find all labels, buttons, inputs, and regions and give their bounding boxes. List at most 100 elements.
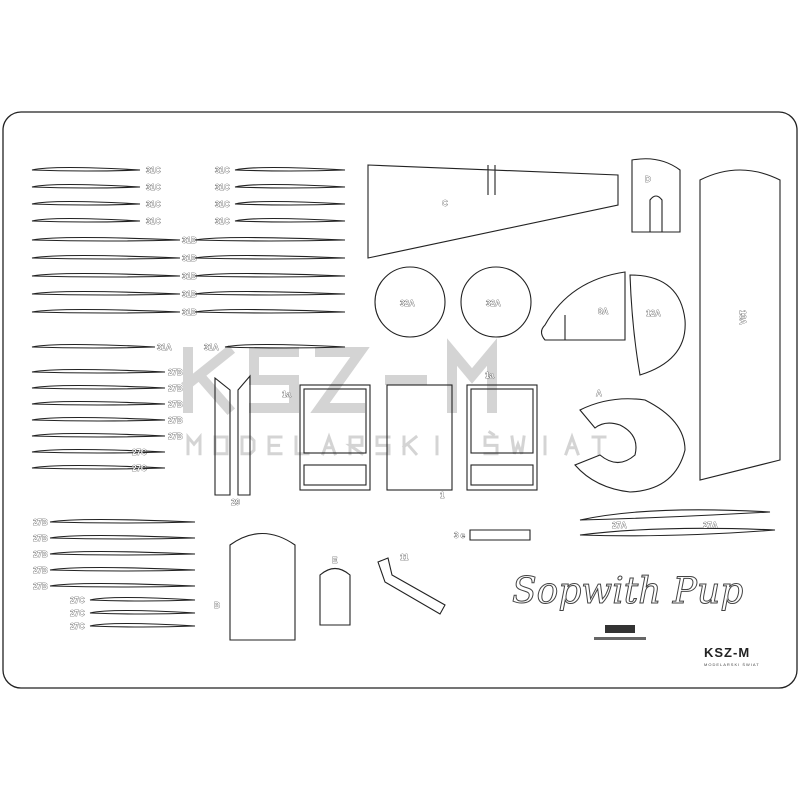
part-d — [631, 158, 681, 233]
watermark-glyph — [591, 435, 607, 456]
rib-31b-right — [194, 308, 346, 314]
watermark-glyph — [321, 432, 337, 456]
wing-ribs: 31C31C31C31C31C31C31C31C31B31B31B31B31B3… — [31, 166, 346, 631]
rib-31c-right-label: 31C — [215, 200, 230, 209]
sheet-border — [2, 111, 798, 689]
rib-27c-low — [89, 622, 196, 628]
part-1-label: 1 — [440, 491, 445, 500]
rib-31b-label: 31B — [182, 254, 197, 263]
part-32a-2-label: 32A — [486, 299, 501, 308]
brand-logo: KSZ-M — [704, 645, 750, 660]
rib-31c-left-label: 31C — [146, 200, 161, 209]
publisher-logo — [605, 625, 635, 633]
rib-27c-low-label: 27C — [70, 622, 85, 631]
rib-31b — [31, 236, 181, 242]
rib-27-mid — [31, 384, 166, 390]
watermark-glyph — [249, 347, 299, 413]
part-a-label: A — [596, 389, 602, 398]
watermark-glyph — [510, 435, 526, 455]
part-1a-left — [299, 384, 371, 491]
part-13a — [699, 169, 781, 481]
watermark-glyph — [267, 435, 283, 456]
rib-31a-left-label: 31A — [157, 343, 172, 352]
rib-31c-right — [234, 200, 346, 206]
rib-31c-right-label: 31C — [215, 166, 230, 175]
rib-27b-low — [49, 582, 196, 588]
part-d-label: D — [645, 175, 651, 184]
rib-27-mid — [31, 464, 166, 470]
part-e — [319, 567, 351, 626]
rib-27-mid — [31, 368, 166, 374]
watermark-glyph — [180, 344, 236, 416]
watermark-glyph — [345, 435, 365, 456]
rib-27c-low — [89, 609, 196, 615]
rib-31c-right-label: 31C — [215, 183, 230, 192]
rib-31c-right — [234, 166, 346, 172]
rib-31b-label: 31B — [182, 236, 197, 245]
brand-subtitle: MODELARSKI ŚWIAT — [704, 662, 760, 667]
watermark-glyph — [294, 435, 310, 456]
rib-31b-label: 31B — [182, 290, 197, 299]
watermark-glyph — [483, 430, 499, 456]
part-32a-2 — [460, 266, 532, 338]
rib-27-mid-label: 27B — [168, 432, 183, 441]
rib-31c-right — [234, 217, 346, 223]
watermark-glyph — [564, 432, 580, 456]
rib-31b-label: 31B — [182, 308, 197, 317]
watermark-glyph — [401, 434, 419, 456]
part-c-label: C — [442, 199, 448, 208]
publisher-url — [594, 637, 646, 640]
part-1a-left-window — [303, 388, 367, 454]
watermark-glyph — [447, 338, 497, 413]
rib-27-mid — [31, 432, 166, 438]
part-b — [229, 533, 296, 641]
rib-27-mid-label: 27C — [132, 464, 147, 473]
model-title: Sopwith Pup — [512, 571, 743, 612]
part-13a-label: 13A — [738, 310, 747, 325]
rib-27b-low-label: 27B — [33, 518, 48, 527]
part-1 — [386, 384, 453, 491]
part-1a-label-2: 1a — [485, 371, 494, 380]
part-3e-label: 3 e — [454, 531, 466, 540]
rib-27-mid — [31, 448, 166, 454]
rib-27-mid — [31, 400, 166, 406]
part-32a-1-label: 32A — [400, 299, 415, 308]
rib-27-mid-label: 27B — [168, 400, 183, 409]
part-8a — [540, 271, 626, 341]
rib-31b-right — [194, 290, 346, 296]
part-29 — [214, 374, 251, 496]
part-c — [367, 164, 619, 259]
rib-27c-low-label: 27C — [70, 596, 85, 605]
rib-27b-low-label: 27B — [33, 534, 48, 543]
rib-27b-low — [49, 534, 196, 540]
part-29-label: 29 — [231, 498, 240, 507]
part-e-label: E — [332, 556, 338, 565]
rib-31b — [31, 308, 181, 314]
rib-27-mid-label: 27B — [168, 384, 183, 393]
part-b-label: B — [214, 601, 220, 610]
rib-27b-low-label: 27B — [33, 550, 48, 559]
rib-31b — [31, 272, 181, 278]
part-12a-label: 12A — [646, 309, 661, 318]
part-27a — [579, 509, 776, 537]
rib-31a-left — [31, 343, 156, 349]
rib-31c-left — [31, 183, 141, 189]
rib-31b — [31, 254, 181, 260]
rib-27b-low — [49, 550, 196, 556]
rib-27b-low-label: 27B — [33, 582, 48, 591]
rib-31c-left-label: 31C — [146, 166, 161, 175]
part-12a — [629, 274, 686, 376]
watermark-logo — [180, 338, 497, 416]
rib-31c-left — [31, 217, 141, 223]
rib-27b-low — [49, 566, 196, 572]
part-a — [574, 398, 686, 493]
part-1a-right — [466, 384, 538, 491]
rib-31c-left-label: 31C — [146, 217, 161, 226]
part-1a-right-slot — [470, 464, 534, 486]
rib-31c-left — [31, 166, 141, 172]
rib-31c-left — [31, 200, 141, 206]
part-1a-left-slot — [303, 464, 367, 486]
watermark-glyph — [186, 432, 202, 456]
rib-27b-low-label: 27B — [33, 566, 48, 575]
